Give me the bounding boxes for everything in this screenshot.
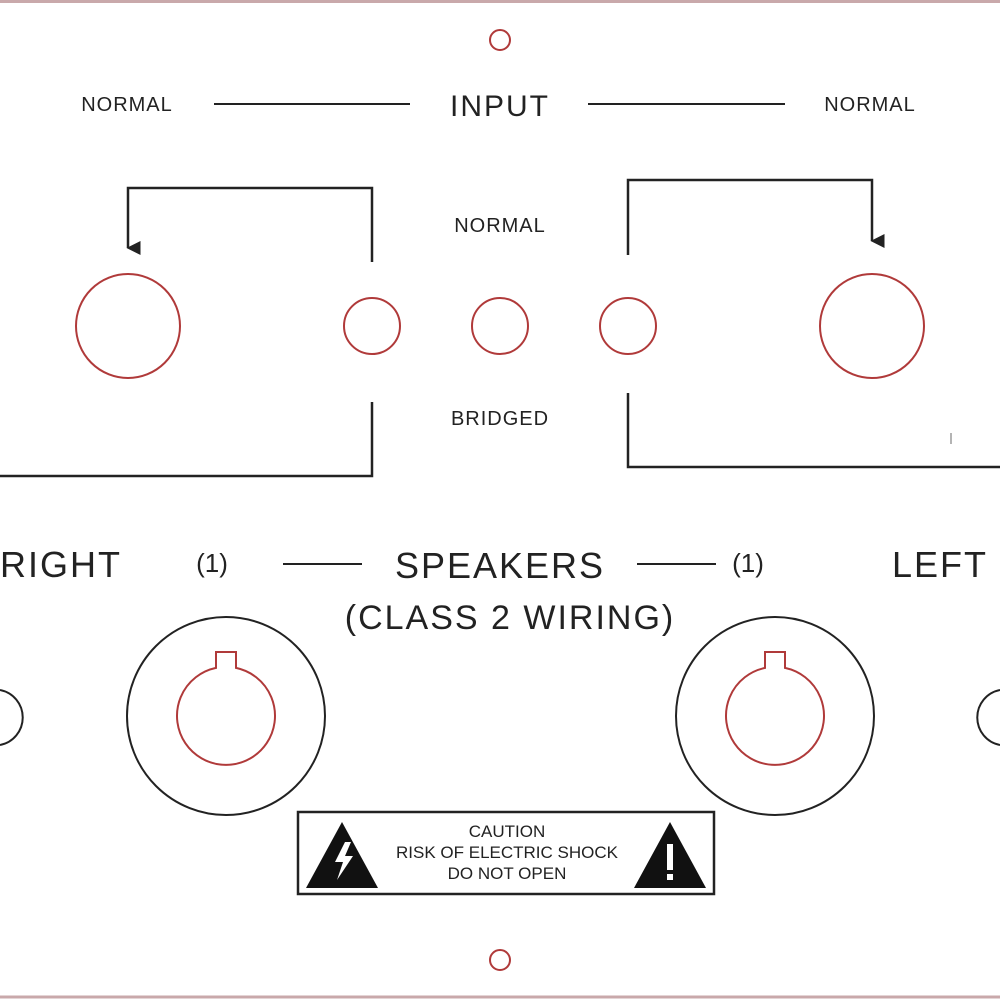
- right-channel-normal-path-arrow: [126, 186, 374, 262]
- left-input-jack-cutout: [819, 273, 925, 379]
- mode-bridged-label: BRIDGED: [451, 408, 549, 430]
- exclamation-mark-stem: [667, 844, 673, 870]
- left-bridged-path: [626, 393, 1000, 469]
- speakers-left-note: (1): [732, 548, 764, 578]
- caution-shock-warning: RISK OF ELECTRIC SHOCK: [396, 843, 619, 862]
- speakers-wiring-class: (CLASS 2 WIRING): [345, 599, 675, 637]
- right-speaker-connector-outline: [126, 616, 326, 816]
- bottom-mounting-hole: [489, 949, 511, 971]
- input-right-normal-label: NORMAL: [824, 94, 916, 116]
- exclamation-mark-dot: [667, 874, 673, 880]
- speakers-title: SPEAKERS: [395, 545, 605, 586]
- speakers-right-note: (1): [196, 548, 228, 578]
- top-mounting-hole: [489, 29, 511, 51]
- left-channel-normal-path-arrow: [626, 178, 885, 255]
- speakers-right-label: RIGHT: [0, 544, 122, 585]
- right-edge-partial-circle: [976, 689, 1000, 746]
- right-speaker-connector-keyed-cutout: [176, 651, 276, 766]
- caution-do-not-open: DO NOT OPEN: [448, 864, 567, 883]
- input-left-normal-label: NORMAL: [81, 94, 173, 116]
- speakers-left-label: LEFT: [892, 544, 988, 585]
- left-speaker-connector-keyed-cutout: [725, 651, 825, 766]
- input-title: INPUT: [450, 90, 550, 123]
- right-mode-switch-hole: [343, 297, 401, 355]
- right-input-jack-cutout: [75, 273, 181, 379]
- left-speaker-connector-outline: [675, 616, 875, 816]
- lightning-bolt-glyph: [335, 842, 353, 880]
- right-bridged-path: [0, 402, 374, 478]
- center-mode-switch-hole: [471, 297, 529, 355]
- left-edge-partial-circle: [0, 689, 24, 746]
- caution-heading: CAUTION: [469, 822, 546, 841]
- mode-normal-label: NORMAL: [454, 215, 546, 237]
- left-mode-switch-hole: [599, 297, 657, 355]
